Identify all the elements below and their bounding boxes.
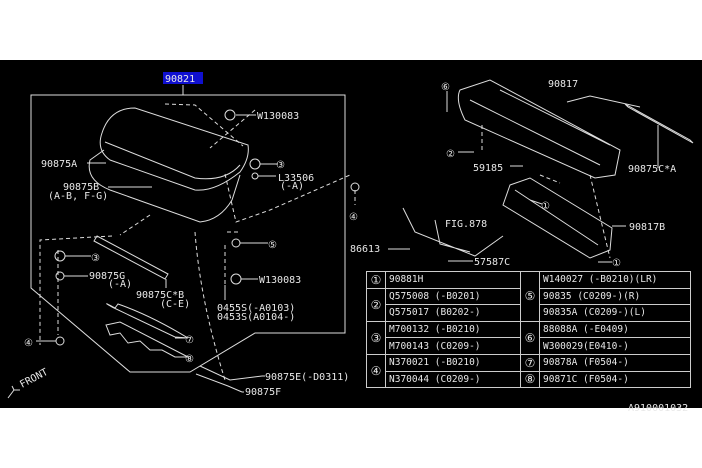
- part-label[interactable]: W130083: [259, 275, 301, 286]
- parts-legend-table: ① 90881H ⑤ W140027 (-B0210)(LR) ② Q57500…: [366, 271, 691, 389]
- callout-num: ①: [366, 271, 386, 289]
- part-cell[interactable]: Q575008 (-B0201): [385, 287, 521, 306]
- callout-4: ④: [349, 212, 358, 223]
- part-note: (-A): [108, 279, 132, 290]
- callout-num: ⑥: [520, 320, 540, 355]
- table-row: ④ N370021 (-B0210) ⑦ 90878A (F0504-): [366, 353, 691, 389]
- callout-8: ⑧: [185, 354, 194, 365]
- part-label[interactable]: 86613: [350, 244, 380, 255]
- callout-1: ①: [612, 258, 621, 269]
- part-label[interactable]: W130083: [257, 111, 299, 122]
- strip-e: [195, 365, 263, 393]
- part-label[interactable]: 90875A: [41, 159, 77, 170]
- callout-num: ③: [366, 320, 386, 355]
- part-label[interactable]: 90875F: [245, 387, 281, 398]
- part-cell[interactable]: M700132 (-B0210): [385, 320, 521, 339]
- callout-4: ④: [24, 338, 33, 349]
- part-label[interactable]: 90817: [548, 79, 578, 90]
- callout-1: ①: [541, 201, 550, 212]
- part-note: (A-B, F-G): [48, 191, 108, 202]
- part-cell[interactable]: 90878A (F0504-): [539, 353, 691, 372]
- duct-7: [106, 303, 189, 339]
- intercooler: [457, 79, 621, 179]
- front-arrow-icon: [7, 385, 20, 399]
- diagram-id: A910001032: [628, 403, 688, 414]
- part-cell[interactable]: 90881H: [385, 271, 521, 289]
- part-label[interactable]: 90875B: [63, 182, 99, 193]
- table-row: N370044 (C0209-) ⑧ 90871C (F0504-): [367, 370, 691, 389]
- part-label[interactable]: 90817B: [629, 222, 665, 233]
- callout-6: ⑥: [441, 82, 450, 93]
- part-cell[interactable]: 90835 (C0209-)(R): [539, 287, 691, 306]
- table-row: Q575017 (B0202-) 90835A (C0209-)(L): [367, 304, 691, 322]
- callout-num: ④: [366, 353, 386, 389]
- part-note: (-A): [280, 181, 304, 192]
- hose: [402, 207, 504, 257]
- part-label[interactable]: 90875C*B: [136, 290, 184, 301]
- part-label[interactable]: 0453S(A0104-): [217, 312, 295, 323]
- part-cell[interactable]: N370044 (C0209-): [385, 370, 521, 389]
- table-row: ① 90881H ⑤ W140027 (-B0210)(LR): [366, 271, 691, 322]
- part-cell[interactable]: W140027 (-B0210)(LR): [539, 271, 691, 289]
- part-cell[interactable]: 90835A (C0209-)(L): [539, 304, 691, 322]
- hood-scoop-shape: [88, 107, 249, 223]
- front-label: FRONT: [18, 367, 50, 391]
- callout-num: ②: [366, 287, 386, 322]
- part-cell[interactable]: M700143 (C0209-): [385, 337, 521, 355]
- part-label[interactable]: 57587C: [474, 257, 510, 268]
- main-part-highlight: [163, 72, 203, 84]
- callout-2: ②: [446, 149, 455, 160]
- part-note: (C-E): [160, 299, 190, 310]
- table-row: ③ M700132 (-B0210) ⑥ 88088A (-E0409): [366, 320, 691, 355]
- group-frame: [30, 85, 346, 373]
- part-cell[interactable]: N370021 (-B0210): [385, 353, 521, 372]
- part-label[interactable]: 0455S(-A0103): [217, 303, 295, 314]
- part-label[interactable]: 90875C*A: [628, 164, 676, 175]
- callout-3: ③: [276, 160, 285, 171]
- part-cell[interactable]: Q575017 (B0202-): [385, 304, 521, 322]
- callout-3: ③: [91, 253, 100, 264]
- callout-5: ⑤: [268, 240, 277, 251]
- callout-num: ⑤: [520, 271, 540, 322]
- part-label[interactable]: 90875G: [89, 271, 125, 282]
- strip-a: [624, 103, 694, 144]
- callout-num: ⑧: [520, 370, 540, 389]
- callout-num: ⑦: [520, 353, 540, 372]
- part-label-90821[interactable]: 90821: [165, 74, 195, 85]
- part-label[interactable]: 59185: [473, 163, 503, 174]
- part-cell[interactable]: 88088A (-E0409): [539, 320, 691, 339]
- weatherstrip-b: [93, 235, 169, 280]
- part-cell[interactable]: W300029(E0410-): [539, 337, 691, 355]
- part-cell[interactable]: 90871C (F0504-): [539, 370, 691, 389]
- table-row: M700143 (C0209-) W300029(E0410-): [367, 337, 691, 355]
- tray-90817b: [502, 177, 613, 259]
- figure-ref-link[interactable]: FIG.878: [445, 219, 487, 230]
- part-label[interactable]: L33506: [278, 173, 314, 184]
- callout-7: ⑦: [185, 335, 194, 346]
- duct-8: [105, 321, 189, 358]
- part-label[interactable]: 90875E(-D0311): [265, 372, 349, 383]
- leader-lines: [36, 91, 659, 393]
